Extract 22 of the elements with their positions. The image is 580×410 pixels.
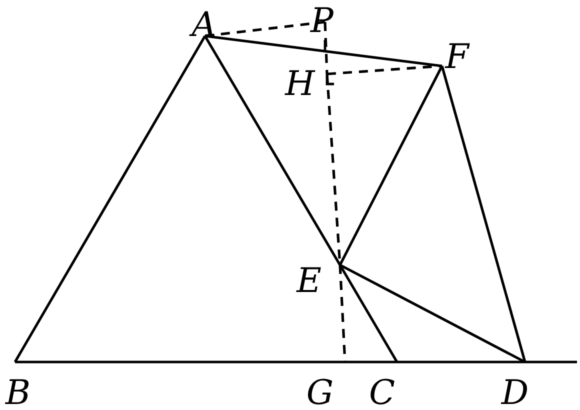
dashed-line-segment [204,20,326,38]
point-label: G [306,373,334,410]
line-segment [204,35,342,266]
point-label: B [6,373,30,410]
point-label: D [501,373,529,410]
line-segment [397,360,525,364]
point-label: P [310,1,334,41]
point-label: C [369,373,395,410]
line-segment [14,35,206,363]
line-segment [338,65,444,266]
line-segment [204,34,442,68]
dashed-line-segment [338,264,346,362]
point-label: E [296,261,322,301]
line-segment [345,360,397,364]
dashed-line-segment [324,22,328,74]
line-segment [440,66,526,362]
point-label: F [445,37,469,77]
line-segment [339,264,526,364]
line-segment [525,360,577,364]
dashed-line-segment [326,64,442,76]
line-segment [15,360,345,364]
point-label: H [285,64,315,104]
